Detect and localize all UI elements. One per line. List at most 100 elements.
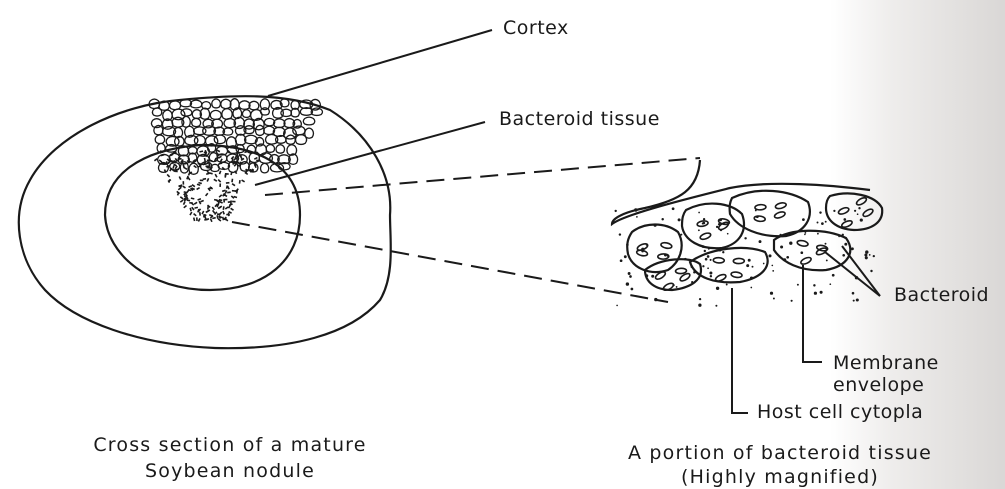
- leader-lines: [232, 30, 700, 302]
- cytoplasm-dot: [860, 219, 863, 222]
- bacteroid-tissue-mark: [219, 156, 222, 158]
- bacteroid-tissue-mark: [220, 171, 221, 174]
- bacteroid-tissue-mark: [202, 211, 204, 214]
- cytoplasm-dot: [791, 300, 793, 302]
- bacteroid-tissue-mark: [245, 172, 248, 174]
- left-caption-line2: Soybean nodule: [30, 458, 430, 484]
- bacteroid-tissue-mark: [178, 188, 181, 190]
- membrane-envelope-pointer: [803, 265, 822, 362]
- cytoplasm-dot: [770, 292, 773, 295]
- cytoplasm-dot: [826, 259, 828, 261]
- cytoplasm-dot: [699, 298, 701, 300]
- cortex-cell: [260, 108, 269, 115]
- bacteroid-tissue-mark: [187, 176, 188, 179]
- bacteroid-tissue-mark: [200, 151, 204, 152]
- cytoplasm-dot: [636, 216, 638, 218]
- cytoplasm-dot: [813, 284, 815, 286]
- cytoplasm-dot: [832, 274, 835, 277]
- bacteroid-tissue-mark: [206, 193, 208, 196]
- membrane-envelope-label-line2: envelope: [833, 374, 924, 396]
- bacteroid-tissue-mark: [178, 192, 179, 195]
- bacteroid: [797, 240, 809, 247]
- cytoplasm-dot: [634, 208, 637, 211]
- bacteroid-tissue-mark: [217, 150, 220, 152]
- cortex-cell: [295, 135, 306, 145]
- bacteroid-tissue-mark: [173, 165, 174, 168]
- bacteroid-tissue-mark: [198, 209, 199, 212]
- bacteroid-tissue-mark: [219, 215, 220, 218]
- bacteroid: [838, 206, 850, 215]
- bacteroid-tissue-mark: [207, 178, 208, 181]
- bacteroid-tissue-mark: [203, 179, 206, 180]
- bacteroid-tissue-mark: [179, 177, 181, 180]
- cytoplasm-dot: [856, 298, 859, 301]
- cytoplasm-dot: [865, 250, 868, 253]
- bacteroid-tissue-mark: [254, 158, 257, 160]
- cytoplasm-dot: [771, 265, 773, 267]
- cortex-cell: [194, 135, 205, 144]
- bacteroid-tissue-mark: [211, 219, 212, 222]
- bacteroid-tissue-mark: [198, 163, 200, 166]
- bacteroid-tissue-mark: [240, 180, 241, 184]
- cytoplasm-dot: [825, 243, 827, 245]
- bacteroid: [636, 249, 648, 256]
- cytoplasm-dot: [709, 271, 712, 274]
- bacteroid-tissue-mark: [215, 174, 217, 177]
- cytoplasm-dot: [746, 264, 749, 267]
- bacteroid-tissue-mark: [159, 160, 162, 162]
- cytoplasm-dot: [797, 284, 799, 286]
- bacteroid: [862, 208, 874, 218]
- bacteroid-tissue-mark: [189, 172, 190, 175]
- host-cell: [682, 204, 744, 249]
- cytoplasm-dot: [858, 207, 860, 209]
- bacteroid-tissue-mark: [206, 211, 209, 213]
- bacteroid: [775, 202, 787, 210]
- bacteroid-tissue-mark: [180, 200, 183, 202]
- bacteroid-tissue-mark: [229, 204, 232, 205]
- membrane-envelope-label-line1: Membrane: [833, 352, 939, 374]
- cytoplasm-dot: [654, 298, 657, 301]
- bacteroid-tissue-mark: [205, 158, 206, 162]
- bacteroid: [675, 268, 686, 274]
- nodule-cross-section: [19, 96, 391, 348]
- bacteroid-tissue-mark: [227, 192, 231, 193]
- bacteroid-tissue-mark: [192, 185, 195, 187]
- bacteroid-tissue-mark: [191, 198, 194, 199]
- cytoplasm-dot: [678, 218, 681, 221]
- bacteroid: [800, 256, 812, 265]
- cytoplasm-dot: [750, 287, 752, 289]
- cortex-cell: [256, 125, 265, 135]
- bacteroid-tissue-mark: [223, 211, 224, 214]
- cytoplasm-dot: [715, 305, 717, 307]
- cytoplasm-dot: [624, 255, 627, 258]
- cytoplasm-dot: [789, 242, 792, 245]
- cytoplasm-dot: [829, 283, 831, 285]
- bacteroid-tissue-mark: [166, 161, 167, 164]
- cytoplasm-dot: [631, 288, 634, 291]
- bacteroid-tissue-mark: [201, 201, 204, 202]
- bacteroid-tissue-mark: [218, 219, 221, 221]
- cytoplasm-dot: [704, 250, 706, 252]
- bacteroid-tissue-mark: [188, 190, 191, 191]
- bacteroid-tissue-mark: [200, 212, 201, 216]
- bacteroid-tissue-mark: [168, 180, 171, 182]
- cytoplasm-dot: [864, 253, 867, 256]
- host-cytoplasm-pointer: [732, 288, 748, 413]
- cytoplasm-dot: [768, 254, 771, 257]
- right-caption-line1: A portion of bacteroid tissue: [560, 440, 1000, 466]
- bacteroid-tissue-mark: [219, 202, 222, 204]
- bacteroid-tissue-mark: [232, 179, 233, 182]
- bacteroid-tissue-mark: [194, 214, 197, 216]
- bacteroid-tissue-mark: [232, 184, 235, 186]
- cortex-cell: [169, 101, 180, 110]
- bacteroid-tissue-mark: [236, 189, 238, 192]
- bacteroid-tissue-mark: [231, 208, 234, 210]
- bacteroid-tissue-mark: [256, 160, 259, 161]
- bacteroid-tissue-mark: [251, 169, 252, 173]
- cytoplasm-dot: [821, 222, 824, 225]
- cortex-cell: [212, 99, 221, 108]
- cytoplasm-dot: [676, 286, 678, 288]
- bacteroid-tissue-mark: [231, 172, 232, 175]
- cortex-cell: [239, 101, 250, 109]
- bacteroid-tissue-mark: [183, 186, 186, 188]
